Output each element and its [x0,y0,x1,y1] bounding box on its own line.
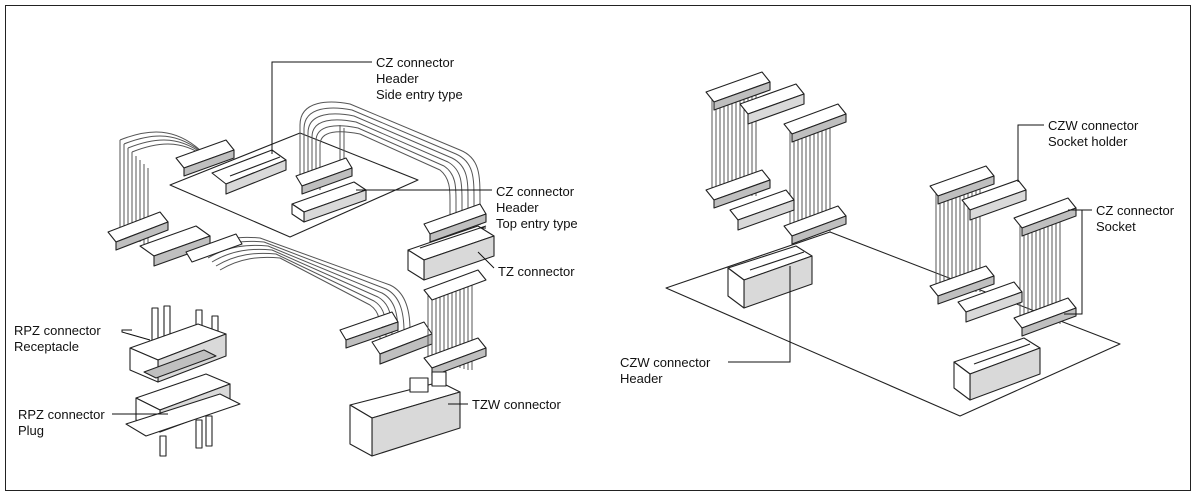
label-cz-header-side: CZ connector Header Side entry type [376,55,463,102]
label-tzw-connector: TZW connector [472,397,561,412]
cable-arch [299,101,481,240]
label-cz-socket: CZ connector Socket [1096,203,1175,234]
czw-socket-holder-right-2 [957,179,1027,323]
label-czw-header: CZW connector Header [620,355,711,386]
cz-socket-vertical [423,269,487,377]
cz-header-side-part [211,149,287,195]
tzw-connector-part [349,371,461,457]
label-rpz-receptacle: RPZ connector Receptacle [14,323,101,354]
cz-socket-right-1 [705,71,847,245]
left-pcb [169,132,419,238]
cz-socket-middle [139,225,433,365]
czw-header-bottom-part [953,337,1041,401]
rpz-receptacle-part [129,305,227,383]
czw-header-part [727,245,813,309]
cz-socket-left [107,139,235,251]
czw-socket-holder-right-1 [729,83,805,231]
cz-socket-arch [295,157,487,243]
label-cz-header-top: CZ connector Header Top entry type [496,184,578,231]
cable-right-2 [935,170,1061,324]
cz-socket-right-2 [929,165,1077,337]
label-tz-connector: TZ connector [498,264,575,279]
label-rpz-plug: RPZ connector Plug [18,407,105,438]
cz-header-top-part [291,181,367,223]
leader-lines [112,61,1092,415]
label-czw-socket-holder: CZW connector Socket holder [1048,118,1139,149]
tz-connector-part [407,225,495,281]
rpz-plug-part [125,373,241,457]
diagram-frame [5,5,1191,491]
